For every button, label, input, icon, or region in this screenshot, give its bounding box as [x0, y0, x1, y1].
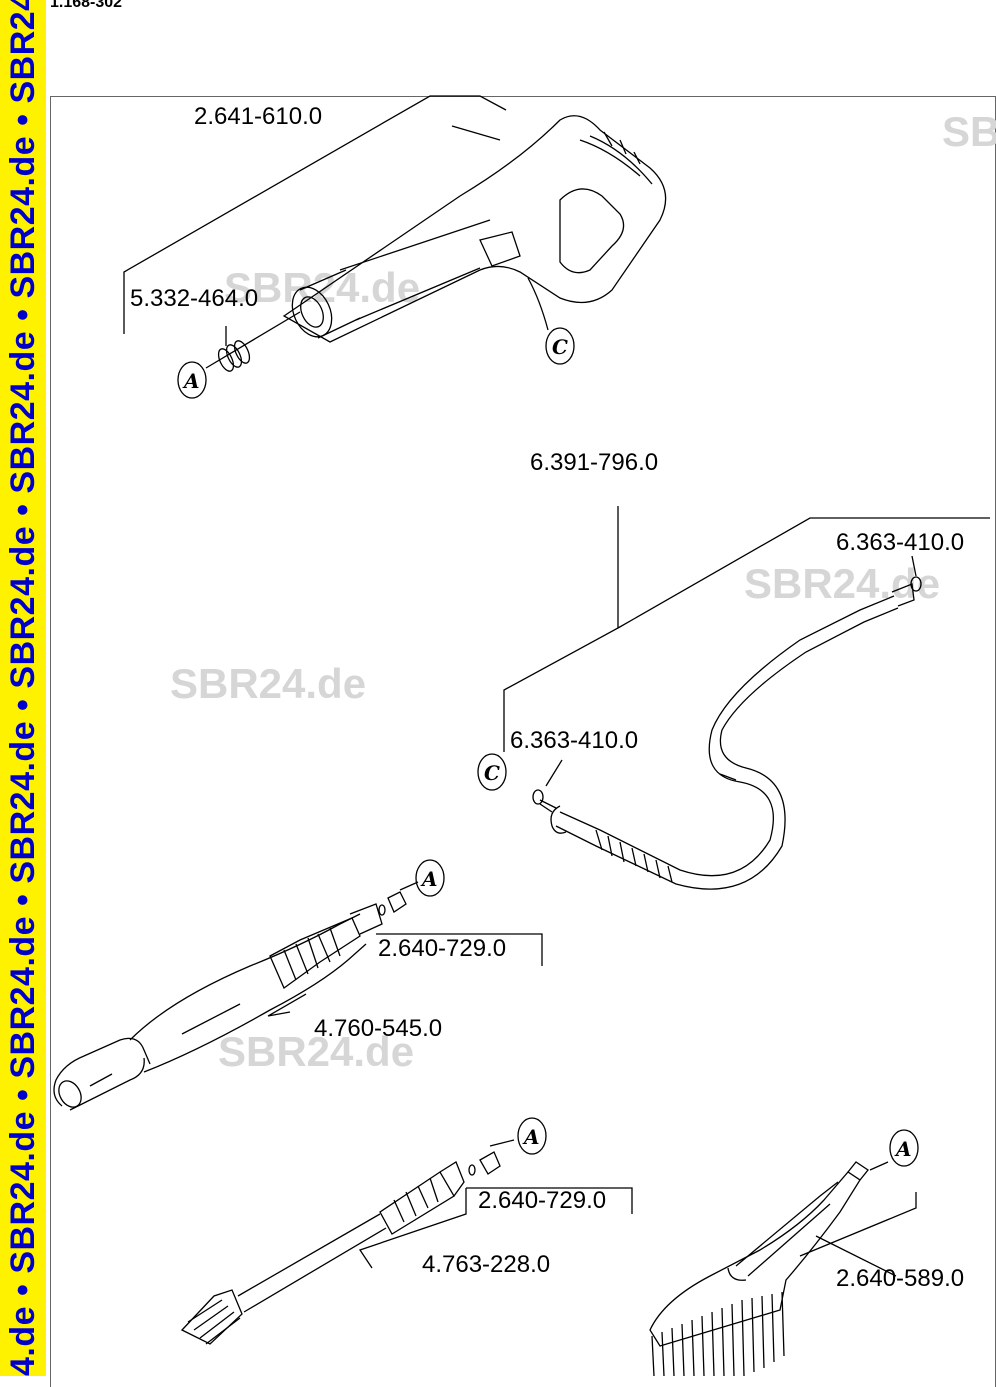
leader-line [451, 125, 501, 141]
reference-marker [477, 753, 507, 791]
leader-line [358, 1188, 467, 1269]
spray-lance-drawing [53, 903, 383, 1111]
watermark: SBR24.de [744, 560, 940, 607]
reference-marker [889, 1129, 919, 1167]
reference-letter: C [484, 761, 500, 785]
part-number-label: 2.640-589.0 [836, 1265, 964, 1292]
part-number-label: 2.640-729.0 [378, 935, 506, 962]
watermark: SBR24.de [170, 660, 366, 707]
spring-drawing [217, 340, 251, 372]
reference-letter: A [182, 369, 200, 393]
watermark: SBR24.de [218, 1028, 414, 1075]
leader-line [869, 1161, 889, 1171]
o-ring-drawing [532, 789, 544, 805]
part-number-label: 6.363-410.0 [510, 727, 638, 754]
nozzle-nut-drawing [479, 1151, 501, 1175]
reference-letter: A [420, 867, 438, 891]
reference-letter: C [552, 335, 568, 359]
hose-drawing [539, 583, 915, 890]
leader-line [545, 759, 563, 787]
reference-letter: A [894, 1137, 912, 1161]
dirt-blaster-drawing [180, 1161, 465, 1345]
part-number-label: 5.332-464.0 [130, 285, 258, 312]
wash-brush-drawing [649, 1161, 869, 1376]
part-number-label: 4.763-228.0 [422, 1251, 550, 1278]
leader-line [267, 993, 307, 1017]
part-number-label: 4.760-545.0 [314, 1015, 442, 1042]
o-ring-drawing [468, 1164, 476, 1176]
leader-line [123, 95, 507, 334]
reference-marker [545, 327, 575, 365]
o-ring-drawing [378, 904, 386, 916]
watermark: SBR24.de [224, 264, 420, 311]
document-code: 1.168-302 [50, 0, 123, 11]
leader-line [617, 517, 990, 629]
leader-line [527, 277, 549, 331]
part-number-label: 2.640-729.0 [478, 1187, 606, 1214]
leader-line [466, 1187, 633, 1214]
o-ring-drawing [910, 576, 922, 592]
leader-line [503, 506, 619, 752]
leader-line [815, 1235, 897, 1277]
watermark: SB [942, 108, 996, 155]
leader-line [205, 311, 301, 369]
part-number-label: 6.363-410.0 [836, 529, 964, 556]
reference-marker [415, 859, 445, 897]
part-number-label: 6.391-796.0 [530, 449, 658, 476]
nozzle-nut-drawing [387, 891, 407, 913]
reference-letter: A [522, 1125, 540, 1149]
leader-line [489, 1139, 515, 1147]
reference-marker [177, 361, 207, 399]
leader-line [376, 933, 543, 966]
leader-line [911, 555, 917, 577]
reference-marker [517, 1117, 547, 1155]
watermark-sidebar: 4.de • SBR24.de • SBR24.de • SBR24.de • … [0, 0, 46, 1376]
leader-line [399, 881, 419, 891]
part-number-label: 2.641-610.0 [194, 103, 322, 130]
spray-gun-drawing [282, 115, 667, 343]
leader-line [799, 1192, 917, 1257]
